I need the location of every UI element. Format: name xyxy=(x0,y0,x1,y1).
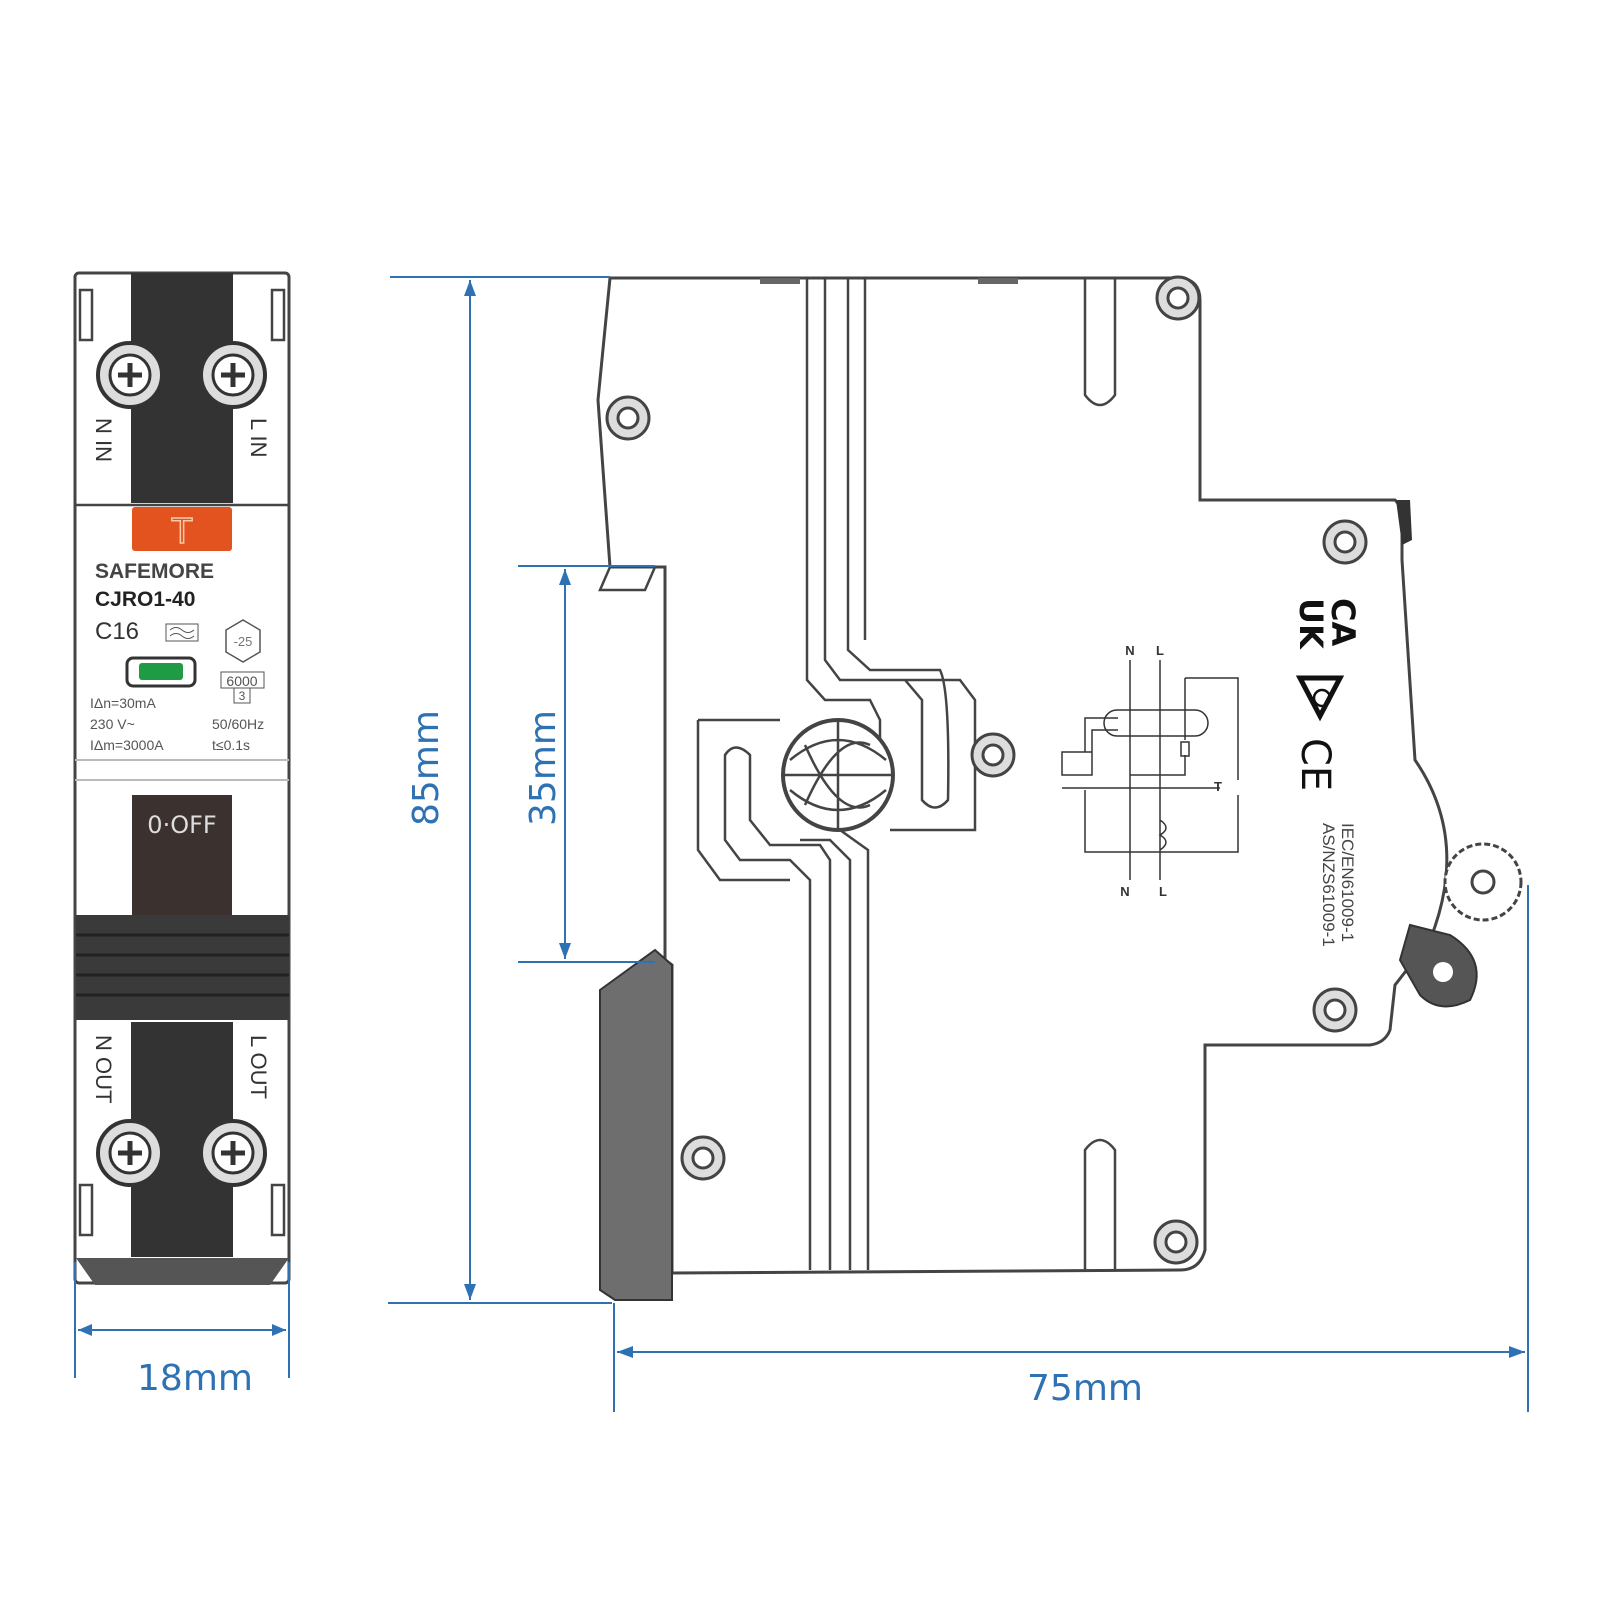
temperature-hex-icon xyxy=(225,619,261,663)
schematic-n-bottom: N xyxy=(1120,884,1129,899)
brand-logo: SAFEMORE xyxy=(95,560,214,583)
clip-tr xyxy=(270,288,286,342)
height-dimension-label: 85mm xyxy=(406,710,447,826)
handle-label: 0·OFF xyxy=(147,811,216,839)
rated-current: IΔm=3000A xyxy=(90,737,164,753)
rating-label: C16 xyxy=(95,618,139,645)
rail-dimension-label: 35mm xyxy=(523,710,564,826)
terminal-screw-icon xyxy=(96,341,267,1187)
bottom-slot xyxy=(1083,1138,1117,1270)
l-out-label: L OUT xyxy=(246,1035,271,1099)
breaking-capacity: 6000 xyxy=(226,673,257,689)
status-indicator xyxy=(139,663,183,680)
frequency: 50/60Hz xyxy=(212,716,264,732)
type-a-icon xyxy=(165,623,199,642)
handle-grip xyxy=(76,915,289,1020)
schematic-l-top: L xyxy=(1156,643,1164,658)
schematic-n-top: N xyxy=(1125,643,1134,658)
front-view: N IN L IN N OUT L OUT T SAFEMORE CJRO1-4… xyxy=(73,271,291,1285)
height-dimension-line xyxy=(388,276,612,1304)
ukca-mark-line1: UK xyxy=(1292,598,1330,650)
schematic-test: T xyxy=(1214,779,1222,794)
latch-tab xyxy=(1396,500,1412,545)
rail-dimension-line xyxy=(518,565,655,963)
internal-channel-lower xyxy=(696,718,870,1270)
arc-chute-grid-icon xyxy=(781,718,895,832)
n-out-label: N OUT xyxy=(91,1035,116,1103)
side-view: N L N L T UK CA CE IEC/EN61009-1 AS/NZS6… xyxy=(596,275,1523,1301)
depth-dimension-label: 75mm xyxy=(1027,1368,1143,1409)
schematic-l-bottom: L xyxy=(1159,884,1167,899)
internal-channel-upper xyxy=(805,278,977,832)
dimension-lines: 18mm 85mm 35mm 75mm xyxy=(74,276,1529,1412)
top-slot xyxy=(1083,278,1117,407)
standard-asnzs: AS/NZS61009-1 xyxy=(1319,823,1338,947)
n-in-label: N IN xyxy=(91,418,116,462)
rcm-mark-icon xyxy=(1295,675,1345,722)
pivot-gear-icon xyxy=(1398,842,1523,1008)
class-box xyxy=(233,687,251,704)
clip-tl xyxy=(78,288,94,342)
din-clip-bottom xyxy=(76,1258,289,1285)
label-divider xyxy=(75,759,289,781)
ukca-mark-line2: CA xyxy=(1324,598,1362,646)
energy-class: 3 xyxy=(239,689,246,703)
clip-bl xyxy=(78,1183,94,1237)
wave-icon xyxy=(169,627,195,639)
clip-br xyxy=(270,1183,286,1237)
depth-dimension-line xyxy=(613,885,1529,1412)
width-dimension-line xyxy=(74,1262,290,1378)
grip-ridges xyxy=(76,933,289,997)
toggle-handle[interactable] xyxy=(132,795,232,915)
rail-hook xyxy=(598,566,657,592)
wiring-schematic: N L N L T xyxy=(1061,643,1239,899)
test-button[interactable] xyxy=(132,507,232,551)
trip-time: t≤0.1s xyxy=(212,737,250,753)
test-button-label: T xyxy=(171,510,193,551)
l-in-label: L IN xyxy=(246,418,271,458)
residual-current: IΔn=30mA xyxy=(90,695,156,711)
top-notches xyxy=(760,278,1018,284)
model-number: CJRO1-40 xyxy=(95,588,195,611)
ce-mark: CE xyxy=(1292,738,1338,791)
rivet-icon xyxy=(605,275,1368,1265)
standard-iec: IEC/EN61009-1 xyxy=(1338,823,1357,942)
width-dimension-label: 18mm xyxy=(137,1358,253,1399)
side-toggle-handle[interactable] xyxy=(599,948,673,1301)
temp-rating: -25 xyxy=(234,634,253,649)
voltage: 230 V~ xyxy=(90,716,135,732)
certification-marks: UK CA CE IEC/EN61009-1 AS/NZS61009-1 xyxy=(1292,598,1362,947)
